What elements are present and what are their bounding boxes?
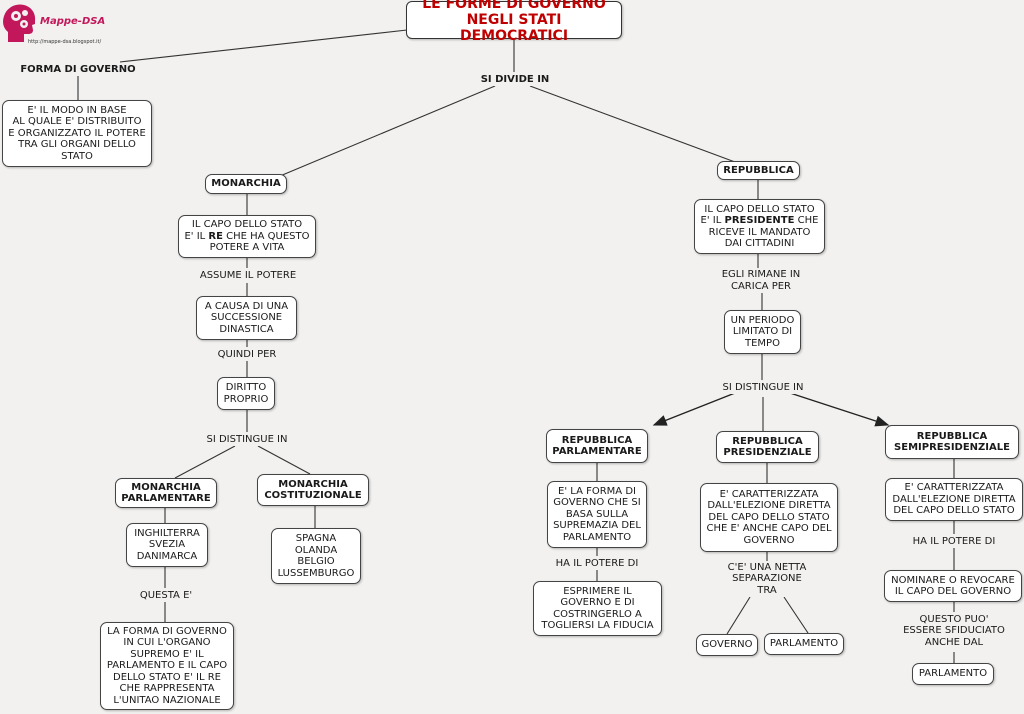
capo-re-text: IL CAPO DELLO STATO E' IL RE CHE HA QUES… [184, 219, 310, 254]
node-parlamento-presidenziale[interactable]: PARLAMENTO [764, 633, 844, 655]
label-ha-il-potere-parlamentare: HA IL POTERE DI [548, 557, 646, 570]
node-presidente[interactable]: IL CAPO DELLO STATO E' IL PRESIDENTE CHE… [694, 199, 825, 254]
label-ha-il-potere-semi: HA IL POTERE DI [905, 535, 1003, 548]
node-parlamento-semipresidenziale[interactable]: PARLAMENTO [912, 663, 994, 685]
head-gears-icon [3, 4, 36, 43]
label-quindi-per: QUINDI PER [208, 348, 286, 361]
node-monarchia-costituzionale[interactable]: MONARCHIA COSTITUZIONALE [257, 474, 369, 506]
node-repubblica[interactable]: REPUBBLICA [717, 161, 800, 180]
label-sfiduciato: QUESTO PUO' ESSERE SFIDUCIATO ANCHE DAL [890, 612, 1018, 650]
presidente-text: IL CAPO DELLO STATO E' IL PRESIDENTE CHE… [700, 203, 819, 250]
label-si-divide-in: SI DIVIDE IN [468, 73, 562, 86]
node-presidenziale-definizione[interactable]: E' CARATTERIZZATA DALL'ELEZIONE DIRETTA … [700, 483, 838, 552]
node-parlamentare-definizione[interactable]: E' LA FORMA DI GOVERNO CHE SI BASA SULLA… [547, 481, 647, 548]
node-paesi-parlamentare[interactable]: INGHILTERRA SVEZIA DANIMARCA [126, 523, 208, 567]
node-successione[interactable]: A CAUSA DI UNA SUCCESSIONE DINASTICA [196, 296, 297, 340]
node-governo[interactable]: GOVERNO [696, 634, 758, 656]
logo-url[interactable]: http://mappe-dsa.blogspot.it/ [28, 39, 102, 45]
node-diritto-proprio[interactable]: DIRITTO PROPRIO [217, 377, 275, 410]
label-si-distingue-monarchia: SI DISTINGUE IN [196, 433, 298, 446]
node-semipresidenziale-potere[interactable]: NOMINARE O REVOCARE IL CAPO DEL GOVERNO [884, 570, 1022, 602]
label-si-distingue-repubblica: SI DISTINGUE IN [712, 381, 814, 394]
label-forma-di-governo: FORMA DI GOVERNO [14, 63, 142, 76]
label-separazione: C'E' UNA NETTA SEPARAZIONE TRA [714, 561, 820, 597]
node-periodo[interactable]: UN PERIODO LIMITATO DI TEMPO [724, 310, 801, 354]
node-parlamentare-potere[interactable]: ESPRIMERE IL GOVERNO E DI COSTRINGERLO A… [533, 581, 662, 636]
node-monarchia[interactable]: MONARCHIA [205, 174, 287, 194]
mappe-dsa-logo: Mappe-DSA http://mappe-dsa.blogspot.it/ [2, 2, 112, 46]
node-forma-parlamentare[interactable]: LA FORMA DI GOVERNO IN CUI L'ORGANO SUPR… [100, 622, 234, 710]
logo-name: Mappe-DSA [40, 16, 106, 27]
label-egli-rimane: EGLI RIMANE IN CARICA PER [706, 268, 816, 293]
node-semipresidenziale-definizione[interactable]: E' CARATTERIZZATA DALL'ELEZIONE DIRETTA … [885, 478, 1023, 521]
node-repubblica-parlamentare[interactable]: REPUBBLICA PARLAMENTARE [546, 429, 648, 463]
map-title: LE FORME DI GOVERNO NEGLI STATI DEMOCRAT… [406, 0, 622, 44]
label-assume-il-potere: ASSUME IL POTERE [196, 269, 300, 282]
node-monarchia-parlamentare[interactable]: MONARCHIA PARLAMENTARE [115, 478, 217, 508]
node-capo-re[interactable]: IL CAPO DELLO STATO E' IL RE CHE HA QUES… [178, 215, 316, 258]
node-paesi-costituzionale[interactable]: SPAGNA OLANDA BELGIO LUSSEMBURGO [271, 528, 361, 584]
node-repubblica-semipresidenziale[interactable]: REPUBBLICA SEMIPRESIDENZIALE [885, 425, 1019, 459]
node-repubblica-presidenziale[interactable]: REPUBBLICA PRESIDENZIALE [716, 431, 819, 463]
node-definizione[interactable]: E' IL MODO IN BASE AL QUALE E' DISTRIBUI… [2, 100, 152, 167]
label-questa-e: QUESTA E' [133, 589, 199, 602]
